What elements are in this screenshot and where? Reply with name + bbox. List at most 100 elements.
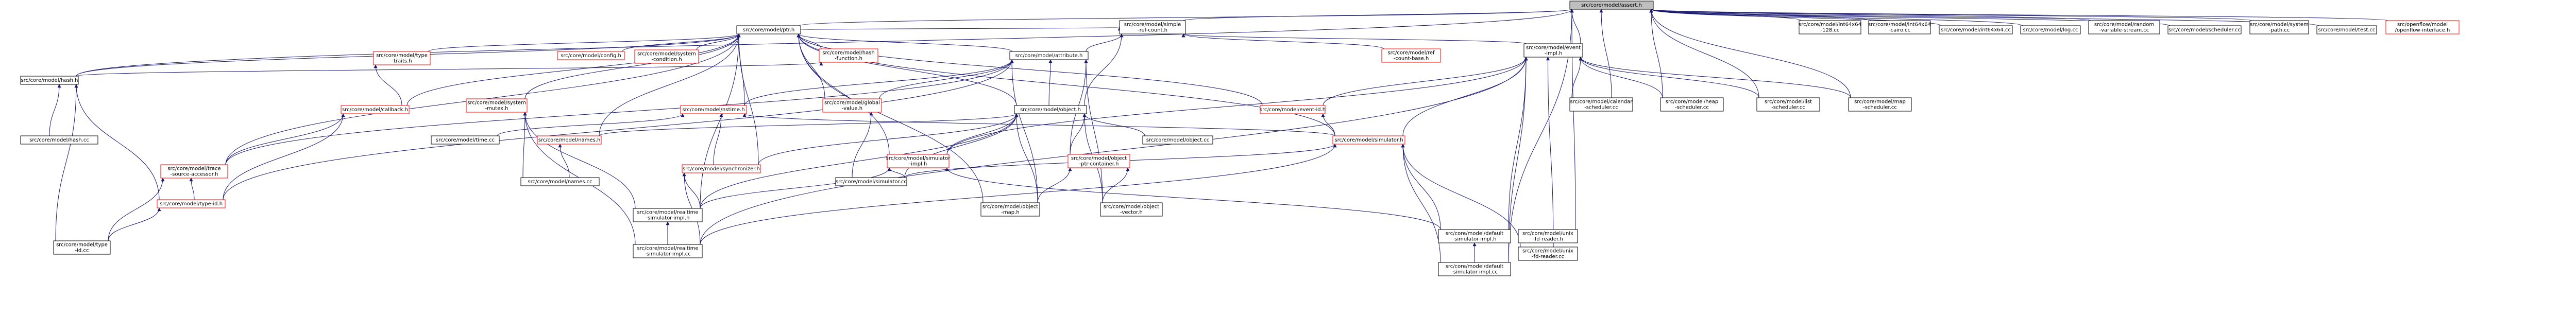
- dependency-edge: [225, 113, 345, 165]
- graph-node-box: [1260, 105, 1326, 114]
- graph-node-n18[interactable]: src/core/model/attribute.h: [1009, 51, 1089, 60]
- graph-node-n48[interactable]: src/core/model/default-simulator-impl.h: [1438, 229, 1511, 243]
- graph-node-n46[interactable]: src/core/model/object.cc: [1142, 135, 1213, 145]
- graph-node-box: [633, 208, 703, 222]
- graph-node-n47[interactable]: src/core/model/simulator.h: [1332, 135, 1405, 145]
- graph-node-label: src/core/model/assert.h: [1581, 3, 1642, 8]
- graph-node-n16[interactable]: src/core/model/system-condition.h: [634, 49, 699, 64]
- graph-node-n12[interactable]: src/openflow/model/openflow-interface.h: [2385, 20, 2460, 34]
- graph-node-n9[interactable]: src/core/model/scheduler.cc: [2167, 25, 2242, 34]
- graph-node-n0[interactable]: src/core/model/assert.h: [1569, 1, 1654, 10]
- dependency-edge: [744, 59, 1014, 106]
- graph-node-box: [20, 76, 79, 85]
- dependency-edge: [108, 207, 161, 241]
- graph-node-label: src/core/model/realtime: [637, 246, 698, 252]
- graph-node-label: -value.h: [842, 106, 862, 112]
- graph-node-label: -map.h: [1001, 210, 1019, 216]
- graph-node-n42[interactable]: src/core/model/simulator.cc: [835, 177, 907, 186]
- graph-node-n36[interactable]: src/core/model/names.h: [537, 135, 602, 145]
- graph-node-n7[interactable]: src/core/model/log.cc: [2020, 25, 2081, 34]
- graph-node-n37[interactable]: src/core/model/names.cc: [520, 177, 600, 186]
- graph-node-n32[interactable]: src/core/model/trace-source-accessor.h: [160, 164, 228, 179]
- graph-node-n34[interactable]: src/core/model/type-id.cc: [53, 240, 111, 255]
- graph-node-n15[interactable]: src/core/model/config.h: [557, 51, 625, 60]
- graph-node-label: src/core/model/object: [982, 204, 1038, 210]
- graph-node-n43[interactable]: src/core/model/object-map.h: [980, 202, 1040, 217]
- graph-node-n5[interactable]: src/core/model/int64x64-cairo.cc: [1868, 20, 1931, 34]
- graph-node-n4[interactable]: src/core/model/int64x64-128.cc: [1799, 20, 1861, 34]
- graph-node-label: src/core/model/simple: [1124, 22, 1181, 28]
- graph-node-label: -path.cc: [2269, 28, 2290, 33]
- graph-node-label: -128.cc: [1821, 28, 1840, 33]
- graph-node-n35[interactable]: src/core/model/time.cc: [431, 135, 500, 145]
- graph-node-label: src/core/model/int64x64: [1868, 22, 1931, 28]
- graph-node-n39[interactable]: src/core/model/realtime-simulator-impl.h: [633, 208, 703, 222]
- graph-node-box: [1438, 262, 1511, 276]
- dependency-edge: [1599, 9, 1612, 98]
- graph-node-box: [822, 98, 882, 113]
- graph-node-n24[interactable]: src/core/model/global-value.h: [822, 98, 882, 113]
- graph-node-n50[interactable]: src/core/model/unix-fd-reader.cc: [1518, 246, 1578, 261]
- graph-node-n19[interactable]: src/core/model/ref-count-base.h: [1381, 48, 1441, 63]
- graph-node-n38[interactable]: src/core/model/synchronizer.h: [682, 164, 761, 173]
- graph-node-box: [2316, 25, 2377, 34]
- graph-node-box: [1332, 135, 1405, 145]
- graph-node-label: -scheduler.cc: [1863, 105, 1897, 111]
- graph-node-box: [736, 25, 801, 34]
- graph-node-box: [53, 240, 111, 255]
- graph-node-n25[interactable]: src/core/model/object.h: [1014, 105, 1087, 114]
- graph-node-n20[interactable]: src/core/model/hash.h: [20, 76, 79, 85]
- graph-node-n44[interactable]: src/core/model/object-ptr-container.h: [1067, 154, 1130, 168]
- dependency-edge: [76, 62, 823, 77]
- graph-node-n31[interactable]: src/core/model/hash.cc: [20, 135, 98, 145]
- graph-node-n23[interactable]: src/core/model/nstime.h: [680, 105, 747, 114]
- graph-node-n40[interactable]: src/core/model/realtime-simulator-impl.c…: [633, 244, 703, 258]
- graph-node-label: src/core/model/object: [1104, 204, 1159, 210]
- dependency-edge: [1570, 9, 1576, 230]
- graph-node-n26[interactable]: src/core/model/event-id.h: [1260, 105, 1326, 114]
- graph-node-n11[interactable]: src/core/model/test.cc: [2316, 25, 2377, 34]
- graph-node-n10[interactable]: src/core/model/system-path.cc: [2249, 20, 2309, 34]
- graph-node-box: [1848, 97, 1912, 112]
- graph-node-n45[interactable]: src/core/model/object-vector.h: [1100, 202, 1163, 217]
- graph-node-n28[interactable]: src/core/model/heap-scheduler.cc: [1660, 97, 1724, 112]
- graph-node-box: [2249, 20, 2309, 34]
- graph-node-label: -simulator-impl.cc: [1451, 270, 1498, 275]
- graph-node-n22[interactable]: src/core/model/system-mutex.h: [466, 98, 528, 113]
- graph-node-n49[interactable]: src/core/model/default-simulator-impl.cc: [1438, 262, 1511, 276]
- graph-node-n30[interactable]: src/core/model/map-scheduler.cc: [1848, 97, 1912, 112]
- graph-node-label: src/core/model/hash.cc: [29, 137, 89, 143]
- graph-node-n3[interactable]: src/core/model/event-impl.h: [1523, 43, 1583, 58]
- graph-node-n21[interactable]: src/core/model/callback.h: [341, 105, 410, 114]
- graph-node-n14[interactable]: src/core/model/unix-fd-reader.h: [1518, 229, 1578, 243]
- graph-node-n2[interactable]: src/core/model/ptr.h: [736, 25, 801, 34]
- graph-node-n6[interactable]: src/core/model/int64x64.cc: [1939, 25, 2013, 34]
- dependency-edge: [796, 33, 1012, 52]
- graph-node-box: [633, 244, 703, 258]
- graph-node-label: /openflow-interface.h: [2395, 28, 2450, 33]
- graph-node-label: src/core/model/ptr.h: [743, 27, 794, 33]
- graph-node-box: [466, 98, 528, 113]
- graph-node-label: -impl.h: [1545, 51, 1563, 57]
- graph-node-n41[interactable]: src/core/model/simulator-impl.h: [886, 154, 951, 168]
- graph-node-box: [2020, 25, 2081, 34]
- dependency-edge: [796, 33, 1335, 136]
- graph-node-n33[interactable]: src/core/model/type-id.h: [157, 199, 226, 208]
- graph-node-label: src/core/model/hash.h: [21, 78, 78, 83]
- dependency-edge: [524, 33, 741, 99]
- graph-node-n8[interactable]: src/core/model/random-variable-stream.cc: [2088, 20, 2160, 34]
- graph-node-n17[interactable]: src/core/model/hash-function.h: [819, 48, 878, 63]
- graph-node-n13[interactable]: src/core/model/type-traits.h: [373, 51, 431, 65]
- dependency-edge: [1649, 9, 2023, 26]
- graph-node-label: src/core/model/callback.h: [342, 107, 408, 113]
- graph-node-label: src/core/model/type-id.h: [160, 201, 223, 207]
- graph-node-box: [520, 177, 600, 186]
- dependency-edge: [737, 33, 759, 165]
- dependency-edge: [1579, 57, 1759, 98]
- dependency-edge: [700, 33, 741, 209]
- graph-node-n1[interactable]: src/core/model/simple-ref-count.h: [1119, 20, 1186, 34]
- graph-node-n29[interactable]: src/core/model/list-scheduler.cc: [1756, 97, 1820, 112]
- dependency-edge: [1102, 167, 1130, 203]
- dependency-edge: [74, 84, 160, 200]
- graph-node-n27[interactable]: src/core/model/calendar-scheduler.cc: [1569, 97, 1633, 112]
